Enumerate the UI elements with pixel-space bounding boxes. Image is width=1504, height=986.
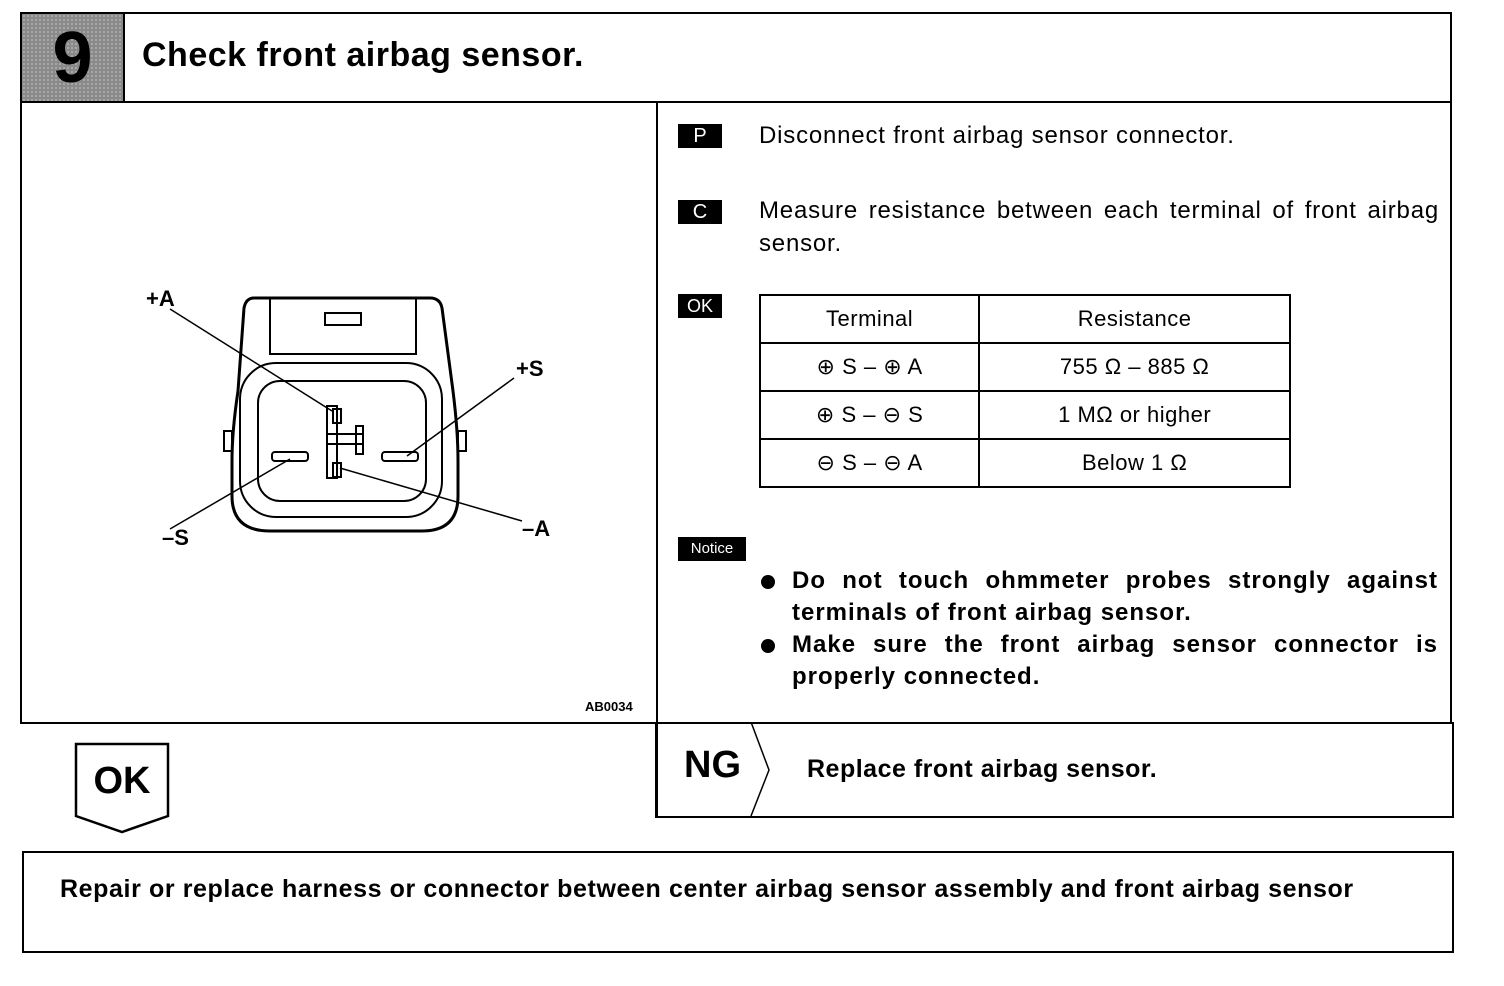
terminal-center-horizontal bbox=[326, 433, 364, 445]
connector-housing bbox=[230, 296, 460, 533]
label-plus-a: +A bbox=[146, 286, 175, 311]
tag-ok: OK bbox=[678, 294, 722, 318]
resistance-cell: 755 Ω – 885 Ω bbox=[978, 342, 1291, 392]
header-resistance: Resistance bbox=[978, 294, 1291, 344]
ng-action-text: Replace front airbag sensor. bbox=[807, 755, 1158, 783]
table-row: ⊕ S – ⊖ S 1 MΩ or higher bbox=[758, 390, 1291, 440]
terminal-minus-s bbox=[271, 451, 309, 462]
ng-label: NG bbox=[684, 744, 741, 786]
tag-notice: Notice bbox=[678, 537, 746, 561]
connector-cavity bbox=[239, 362, 443, 518]
ng-result-box: NG Replace front airbag sensor. bbox=[655, 722, 1454, 818]
terminal-plus-s bbox=[381, 451, 419, 462]
page-title: Check front airbag sensor. bbox=[142, 36, 584, 74]
ok-label: OK bbox=[93, 760, 151, 802]
ok-arrow-shape bbox=[74, 742, 170, 834]
terminal-cell: ⊕ S – ⊖ S bbox=[758, 390, 981, 440]
resistance-spec-table: Terminal Resistance ⊕ S – ⊕ A 755 Ω – 88… bbox=[758, 294, 1291, 488]
resistance-cell: 1 MΩ or higher bbox=[978, 390, 1291, 440]
step-number: 9 bbox=[52, 17, 93, 98]
leader-minus-s bbox=[169, 458, 291, 530]
leader-plus-a bbox=[169, 308, 333, 412]
figure-code: AB0034 bbox=[585, 699, 633, 714]
table-row: ⊕ S – ⊕ A 755 Ω – 885 Ω bbox=[758, 342, 1291, 392]
step-header: 9 Check front airbag sensor. bbox=[20, 12, 1452, 103]
ok-arrow: OK bbox=[74, 742, 170, 834]
table-row: ⊖ S – ⊖ A Below 1 Ω bbox=[758, 438, 1291, 488]
terminal-cell: ⊕ S – ⊕ A bbox=[758, 342, 981, 392]
procedure-panel: +A +S –S –A AB0034 P Disconnect front ai… bbox=[20, 101, 1452, 816]
connector-latch bbox=[269, 297, 417, 355]
tag-c: C bbox=[678, 200, 722, 224]
step-number-badge: 9 bbox=[22, 14, 125, 101]
tag-p: P bbox=[678, 124, 722, 148]
instruction-measure: Measure resistance between each terminal… bbox=[759, 197, 1439, 257]
leader-minus-a bbox=[339, 467, 523, 522]
resistance-cell: Below 1 Ω bbox=[978, 438, 1291, 488]
ng-chevron bbox=[750, 722, 770, 817]
notice-list: Do not touch ohmmeter probes strongly ag… bbox=[758, 565, 1438, 693]
label-minus-s: –S bbox=[162, 525, 189, 550]
header-terminal: Terminal bbox=[758, 294, 981, 344]
notice-item: Do not touch ohmmeter probes strongly ag… bbox=[758, 565, 1438, 629]
ok-result-box: Repair or replace harness or connector b… bbox=[22, 851, 1454, 953]
instruction-disconnect: Disconnect front airbag sensor connector… bbox=[759, 122, 1235, 149]
label-minus-a: –A bbox=[522, 516, 550, 541]
notice-item: Make sure the front airbag sensor connec… bbox=[758, 629, 1438, 693]
label-plus-s: +S bbox=[516, 356, 544, 381]
connector-diagram: +A +S –S –A bbox=[146, 286, 550, 550]
table-header-row: Terminal Resistance bbox=[758, 294, 1291, 344]
panel-divider bbox=[656, 101, 658, 816]
terminal-cell: ⊖ S – ⊖ A bbox=[758, 438, 981, 488]
ok-action-text: Repair or replace harness or connector b… bbox=[60, 875, 1354, 903]
leader-plus-s bbox=[406, 377, 515, 457]
